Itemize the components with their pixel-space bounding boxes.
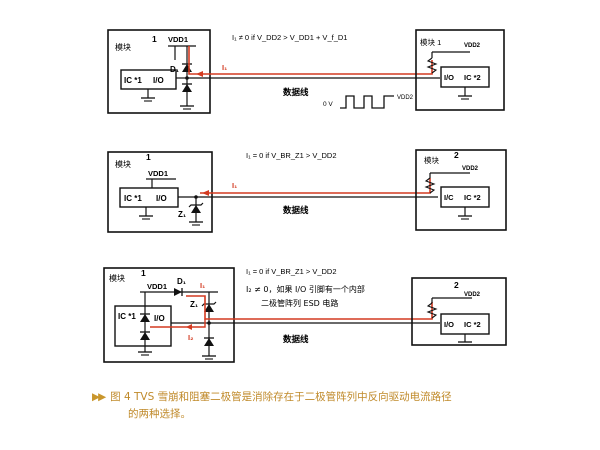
caption-line-1: 图 4 TVS 雪崩和阻塞二极管是消除存在于二极管阵列中反向驱动电流路径: [110, 391, 452, 403]
pulse-high-label: VDD2: [397, 95, 414, 101]
module-1-frame-2: [107, 151, 213, 233]
module-1-number-2: 1: [146, 152, 151, 162]
data-line-label-2: 数据线: [283, 205, 309, 215]
d1-diode: [182, 64, 192, 72]
data-line-label-1: 数据线: [283, 87, 309, 97]
ic1-label-2: IC *1: [124, 194, 142, 203]
vdd2-label-1: VDD2: [464, 43, 481, 49]
caption-arrow-icon: ▶▶: [92, 391, 106, 403]
ic2-label-2: IC *2: [464, 193, 481, 202]
module-2-frame: [415, 29, 505, 111]
current-path-i2: [150, 319, 206, 328]
esd-diode: [182, 84, 192, 92]
module-1-number-3: 1: [141, 268, 146, 278]
ic2-label-1: IC *2: [464, 73, 481, 82]
current-i1-label-2: I₁: [232, 181, 237, 190]
module-1-number: 1: [152, 34, 157, 44]
module-1-label-3: 模块: [109, 273, 125, 283]
vdd1-label: VDD1: [168, 35, 188, 44]
condition-1: I₁ ≠ 0 if V_DD2 > V_DD1 + V_f_D1: [232, 33, 347, 42]
pullup-resistor-2: [424, 177, 436, 194]
pulse-low-label: 0 V: [323, 101, 333, 108]
ic1-box-3: [114, 305, 172, 347]
pullup-resistor-3: [426, 302, 438, 319]
module-right-label-2: 模块: [424, 155, 439, 165]
module-1-label: 模块: [115, 42, 131, 52]
module-2-number-3: 2: [454, 280, 459, 290]
module-1-label-2: 模块: [115, 159, 131, 169]
caption-line-2: 的两种选择。: [128, 408, 191, 420]
ic2-label-3: IC *2: [464, 320, 481, 329]
module-1-frame: [107, 29, 211, 114]
panel-2: 模块 1 VDD1 IC *1 I/O Z₁ I₁ 数据线 I₁ = 0 if …: [107, 149, 507, 233]
vdd1-label-2: VDD1: [148, 169, 168, 178]
current-i1-label-3: I₁: [200, 281, 205, 290]
pullup-resistor-1: [426, 57, 438, 74]
d1-label-3: D₁: [177, 277, 187, 286]
module-right-label-1: 模块 1: [420, 37, 441, 47]
z1-label-3: Z₁: [190, 300, 199, 309]
io1-label-3: I/O: [154, 314, 165, 323]
esd-note-line-1: I₂ ≠ 0，如果 I/O 引脚有一个内部: [246, 284, 365, 294]
blocking-diode-d1: [174, 288, 182, 296]
module-1-frame-3: [103, 267, 235, 363]
current-i2-label-3: I₂: [188, 333, 193, 342]
pulse-waveform: [340, 95, 394, 109]
figure-caption: ▶▶ 图 4 TVS 雪崩和阻塞二极管是消除存在于二极管阵列中反向驱动电流路径 的…: [92, 389, 522, 423]
current-i1-label: I₁: [222, 63, 227, 72]
vdd2-label-3: VDD2: [464, 292, 481, 298]
z1-label-2: Z₁: [178, 210, 187, 219]
panel-1: 模块 1 VDD1 IC *1 I/O D₁ I₁ 数据线 I₁ ≠ 0 if …: [107, 29, 505, 114]
io2-label-3: I/O: [444, 320, 454, 329]
current-path-1: [188, 46, 433, 75]
data-line-label-3: 数据线: [283, 334, 309, 344]
condition-3: I₁ = 0 if V_BR_Z1 > V_DD2: [246, 267, 337, 276]
io2-label-1: I/O: [444, 73, 454, 82]
ic1-label-3: IC *1: [118, 312, 136, 321]
io1-label-2: I/O: [156, 194, 167, 203]
d1-label: D₁: [170, 65, 180, 74]
zener-z1-3: [204, 304, 214, 312]
panel-3: 模块 1 VDD1 D₁ IC *1 I/O Z₁ I: [103, 267, 507, 363]
esd-note-line-2: 二极管阵列 ESD 电路: [261, 298, 338, 308]
module-2-frame-2: [415, 149, 507, 231]
condition-2: I₁ = 0 if V_BR_Z1 > V_DD2: [246, 151, 337, 160]
vdd1-label-3: VDD1: [147, 282, 167, 291]
ic1-label: IC *1: [124, 76, 142, 85]
zener-z1: [191, 205, 201, 213]
io1-label: I/O: [153, 76, 164, 85]
module-2-number-2: 2: [454, 150, 459, 160]
vdd2-label-2: VDD2: [462, 166, 479, 172]
io2-label-2: I/C: [444, 193, 454, 202]
module-2-frame-3: [411, 277, 507, 346]
